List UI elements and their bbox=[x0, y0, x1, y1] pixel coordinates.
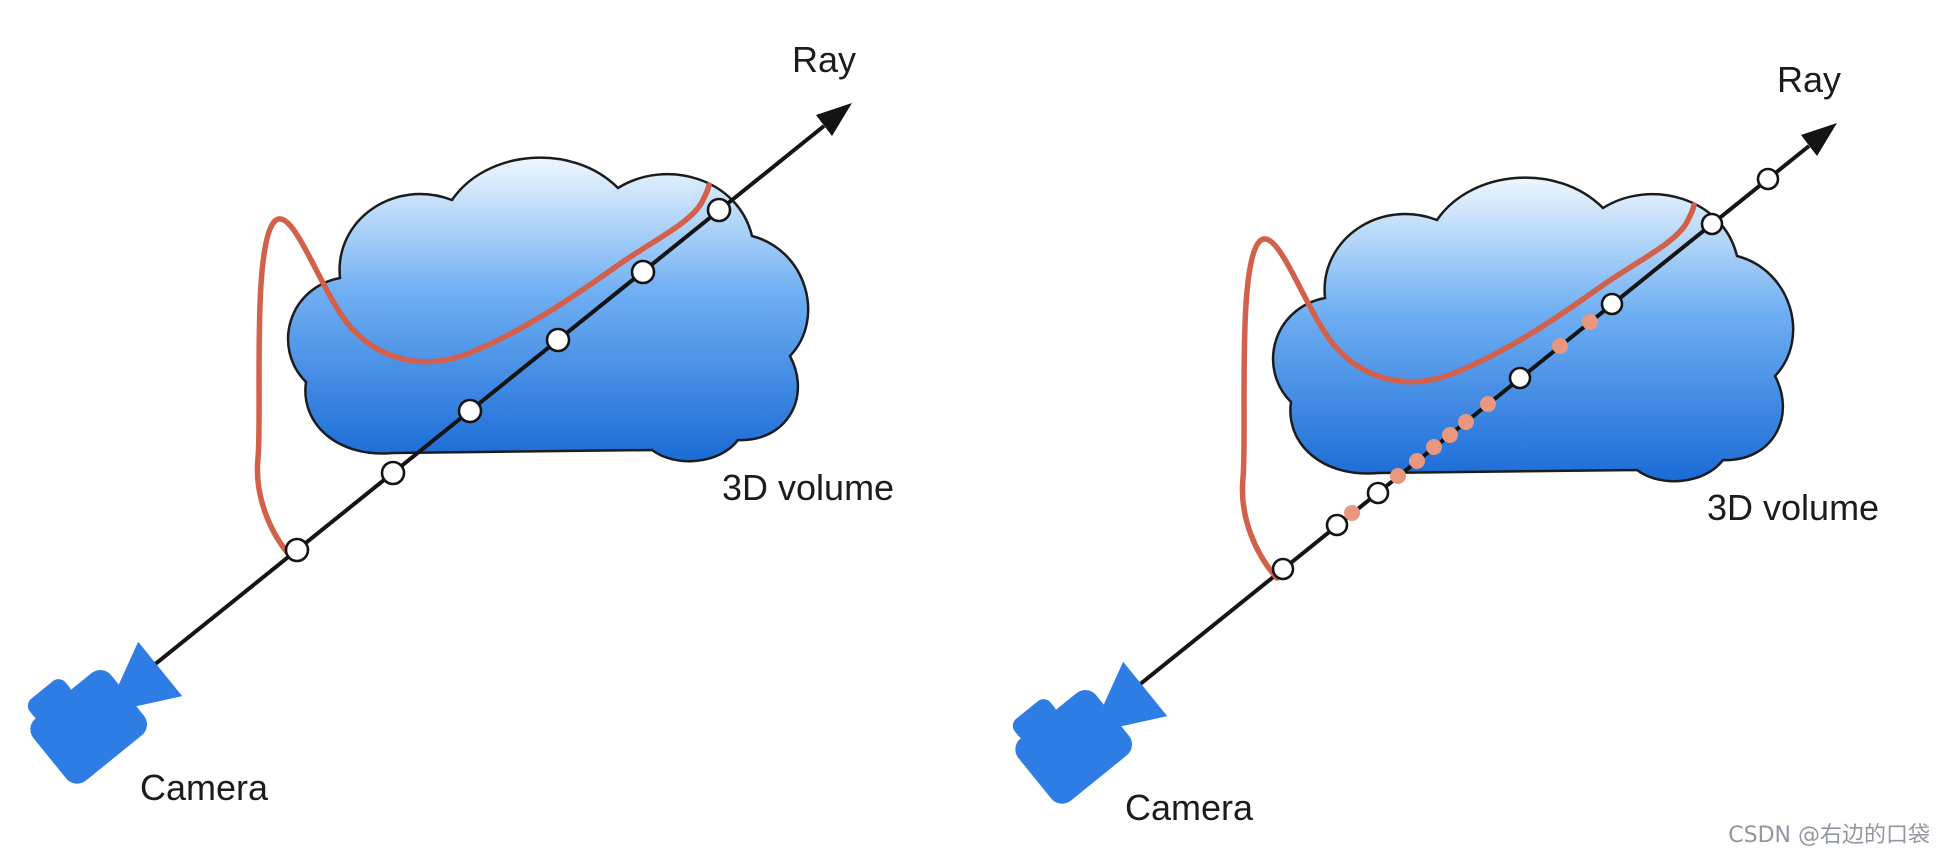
ray-label: Ray bbox=[792, 39, 856, 80]
sample-point-uniform bbox=[1600, 292, 1624, 316]
sample-point-uniform bbox=[1700, 212, 1724, 236]
ray-label: Ray bbox=[1777, 59, 1841, 100]
volume-label: 3D volume bbox=[1707, 487, 1879, 528]
sample-point-dense bbox=[1390, 468, 1406, 484]
sample-point-uniform bbox=[284, 537, 310, 563]
watermark-text: CSDN @右边的口袋 bbox=[1728, 823, 1930, 848]
sample-point-uniform bbox=[1756, 167, 1780, 191]
sample-point-dense bbox=[1426, 439, 1442, 455]
sample-point-dense bbox=[1582, 314, 1598, 330]
sample-points-left bbox=[284, 197, 732, 563]
camera-icon bbox=[998, 643, 1171, 810]
camera-label: Camera bbox=[140, 767, 269, 808]
sample-point-dense bbox=[1458, 414, 1474, 430]
sample-point-dense bbox=[1409, 453, 1425, 469]
sample-point-dense bbox=[1552, 338, 1568, 354]
sample-point-uniform bbox=[630, 259, 656, 285]
sample-point-uniform bbox=[545, 327, 571, 353]
sample-point-dense bbox=[1480, 396, 1496, 412]
sample-point-uniform bbox=[1366, 481, 1390, 505]
sample-points-right bbox=[1271, 167, 1780, 581]
sample-point-uniform bbox=[1508, 366, 1532, 390]
volume-label: 3D volume bbox=[722, 467, 894, 508]
camera-label: Camera bbox=[1125, 787, 1254, 828]
sample-point-dense bbox=[1442, 427, 1458, 443]
sample-point-uniform bbox=[706, 197, 732, 223]
camera-icon bbox=[13, 623, 186, 790]
sample-point-dense bbox=[1344, 505, 1360, 521]
sample-point-uniform bbox=[457, 398, 483, 424]
sample-point-uniform bbox=[380, 460, 406, 486]
panel-right: Ray 3D volume Camera bbox=[998, 59, 1879, 828]
sample-point-uniform bbox=[1325, 513, 1349, 537]
panel-left: Ray 3D volume Camera bbox=[13, 39, 894, 808]
sample-point-uniform bbox=[1271, 557, 1295, 581]
